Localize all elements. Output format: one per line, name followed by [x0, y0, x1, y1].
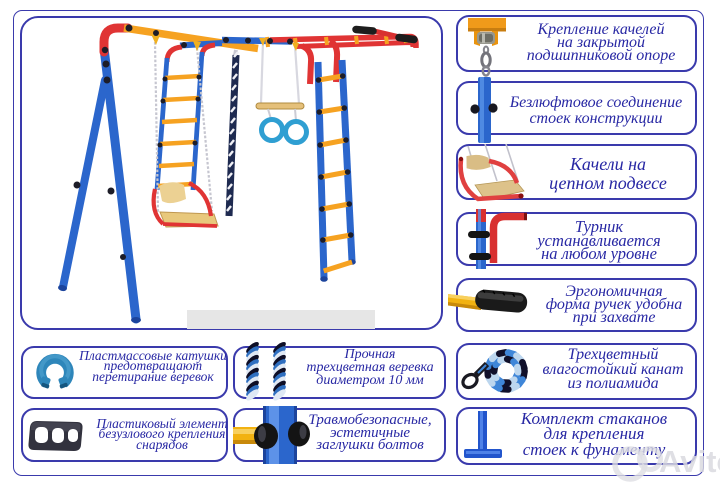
svg-text:Avito: Avito: [659, 444, 720, 479]
